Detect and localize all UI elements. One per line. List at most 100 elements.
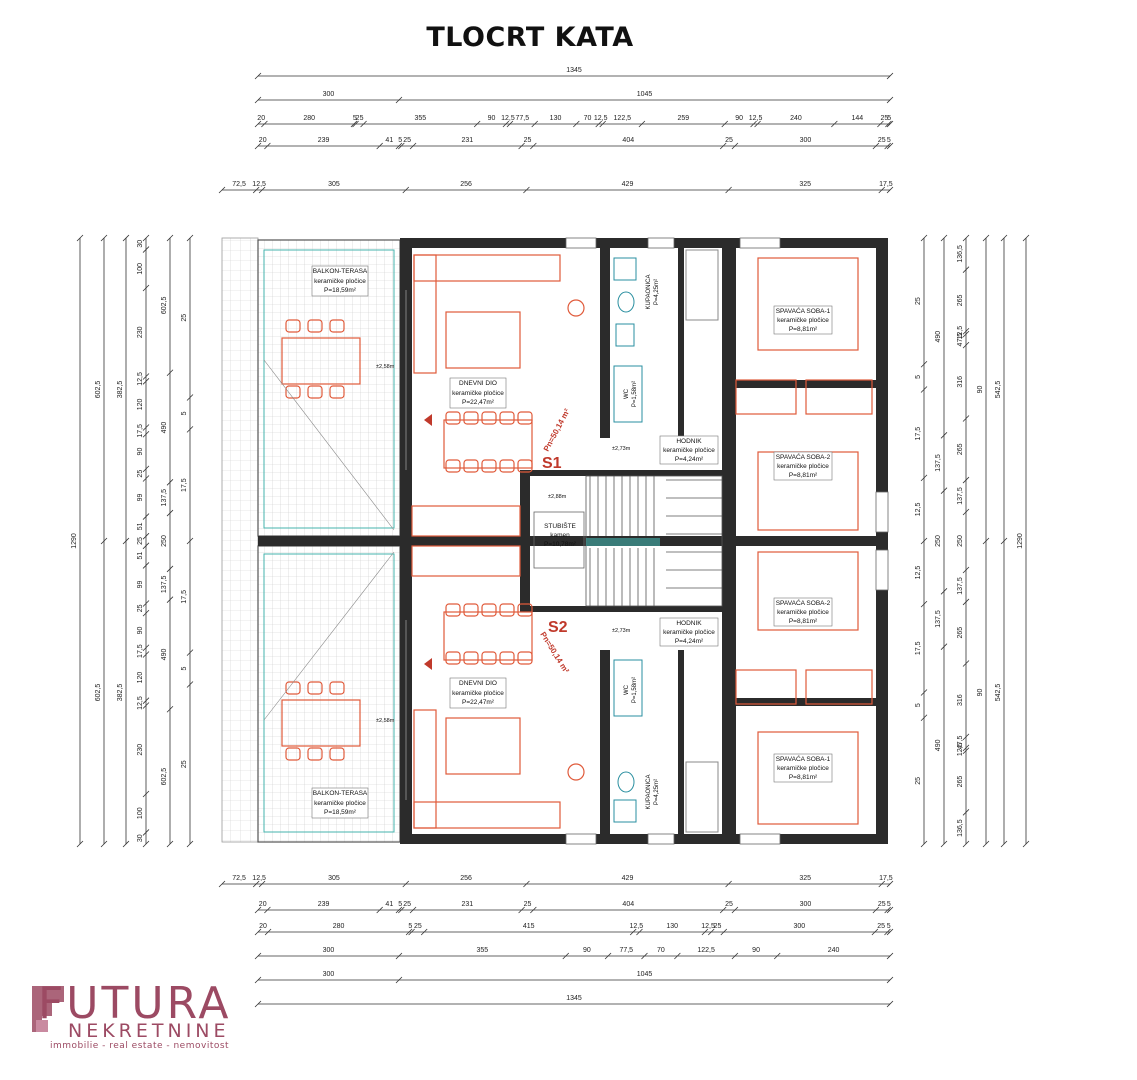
dim-tick: [398, 142, 405, 150]
dim-label: 12,5: [630, 923, 644, 930]
dim-tick: [409, 906, 417, 914]
dim-tick: [254, 142, 262, 150]
dim-label: 77,5: [516, 115, 530, 122]
bedroom1-bottom-floor: keramičke pločice: [777, 765, 829, 772]
dim-label: 265: [957, 776, 964, 788]
chair: [517, 411, 533, 425]
wc-bottom-name: WC: [624, 684, 630, 695]
logo-name: FUTURA: [38, 978, 232, 1029]
dim-tick: [254, 976, 262, 984]
dim-label: 25: [137, 604, 144, 612]
dim-tick: [962, 234, 970, 242]
dim-label: 5: [353, 115, 357, 122]
dim-tick: [142, 284, 150, 292]
dim-label: 602,5: [161, 297, 168, 315]
chair: [329, 747, 345, 761]
chair: [307, 319, 323, 333]
dim-label: 5: [915, 703, 922, 707]
chair: [463, 459, 479, 473]
chair: [481, 651, 497, 665]
dim-label: 250: [161, 535, 168, 547]
dim-tick: [398, 906, 405, 914]
chair: [463, 411, 479, 425]
dim-label: 122,5: [614, 115, 632, 122]
dim-label: 25: [137, 537, 144, 545]
dim-label: 12,5: [137, 372, 144, 386]
hallway-top-floor: keramičke pločice: [663, 447, 715, 454]
dim-tick: [962, 327, 970, 335]
dim-label: 602,5: [95, 684, 102, 702]
dim-tick: [962, 747, 970, 755]
bedroom2-bottom-name: SPAVAĆA SOBA-2: [776, 598, 831, 607]
dim-label: 239: [318, 137, 330, 144]
dim-tick: [731, 142, 739, 150]
dim-tick: [636, 928, 643, 936]
dim-tick: [523, 186, 530, 194]
dim-tick: [725, 186, 732, 194]
unit-s1-label: S1: [542, 455, 562, 472]
dim-tick: [962, 476, 970, 484]
dim-tick: [719, 906, 727, 914]
dim-label: 51: [137, 552, 144, 560]
dim-label: 490: [161, 649, 168, 661]
dim-label: 90: [488, 115, 496, 122]
dim-label: 382,5: [117, 684, 124, 702]
outer-terrace-strip: [221, 237, 259, 843]
dim-tick: [122, 537, 130, 545]
dim-label: 300: [794, 923, 806, 930]
dim-tick: [142, 542, 150, 550]
dim-label: 12,5: [137, 696, 144, 710]
dim-tick: [701, 928, 709, 936]
dim-tick: [142, 702, 150, 709]
dim-label: 300: [800, 137, 812, 144]
dim-label: 12,5: [957, 742, 964, 756]
dim-label: 250: [935, 535, 942, 547]
dim-tick: [720, 928, 728, 936]
dim-tick: [258, 880, 266, 888]
dim-tick: [395, 906, 403, 914]
dim-tick: [518, 142, 525, 150]
dim-tick: [962, 733, 970, 741]
dim-label: 602,5: [161, 768, 168, 786]
level-hall-bottom: ±2,73m: [612, 628, 631, 634]
wc-bottom-area: P=1,58m²: [632, 677, 638, 703]
dim-tick: [877, 120, 884, 128]
dim-tick: [982, 537, 990, 545]
balcony-bottom-name: BALKON-TERASA: [313, 790, 368, 797]
balcony-bottom-area: P=18,59m²: [324, 809, 357, 816]
dim-label: 5: [408, 923, 412, 930]
dim-tick: [604, 952, 612, 960]
dim-label: 137,5: [957, 577, 964, 595]
dim-label: 5: [398, 137, 402, 144]
dim-label: 25: [725, 137, 733, 144]
dim-label: 25: [524, 137, 532, 144]
dim-label: 25: [878, 137, 886, 144]
dim-label: 90: [583, 947, 591, 954]
dim-label: 250: [957, 535, 964, 547]
dim-tick: [122, 840, 130, 848]
dim-tick: [871, 928, 879, 936]
dim-label: 130: [550, 115, 562, 122]
dim-tick: [878, 880, 886, 888]
dim-label: 137,5: [957, 487, 964, 505]
dim-tick: [186, 394, 194, 401]
dim-label: 265: [957, 627, 964, 639]
dim-tick: [920, 474, 928, 482]
dim-tick: [940, 234, 948, 242]
dim-tick: [962, 266, 970, 273]
dim-label: 12,5: [594, 115, 608, 122]
dim-label: 137,5: [161, 489, 168, 507]
dim-tick: [254, 1000, 262, 1008]
dim-tick: [1000, 840, 1008, 848]
dim-label: 12,5: [915, 503, 922, 517]
dim-label: 5: [915, 375, 922, 379]
dim-label: 25: [877, 923, 885, 930]
dim-label: 12,5: [701, 923, 715, 930]
unit-s1-area: Pn=50,14 m²: [542, 407, 572, 453]
dim-label: 404: [622, 137, 634, 144]
dim-label: 280: [303, 115, 315, 122]
dim-tick: [599, 120, 606, 128]
balcony-top-floor: keramičke pločice: [314, 278, 366, 285]
bathroom-bottom-area: P=4,25m²: [654, 779, 660, 805]
